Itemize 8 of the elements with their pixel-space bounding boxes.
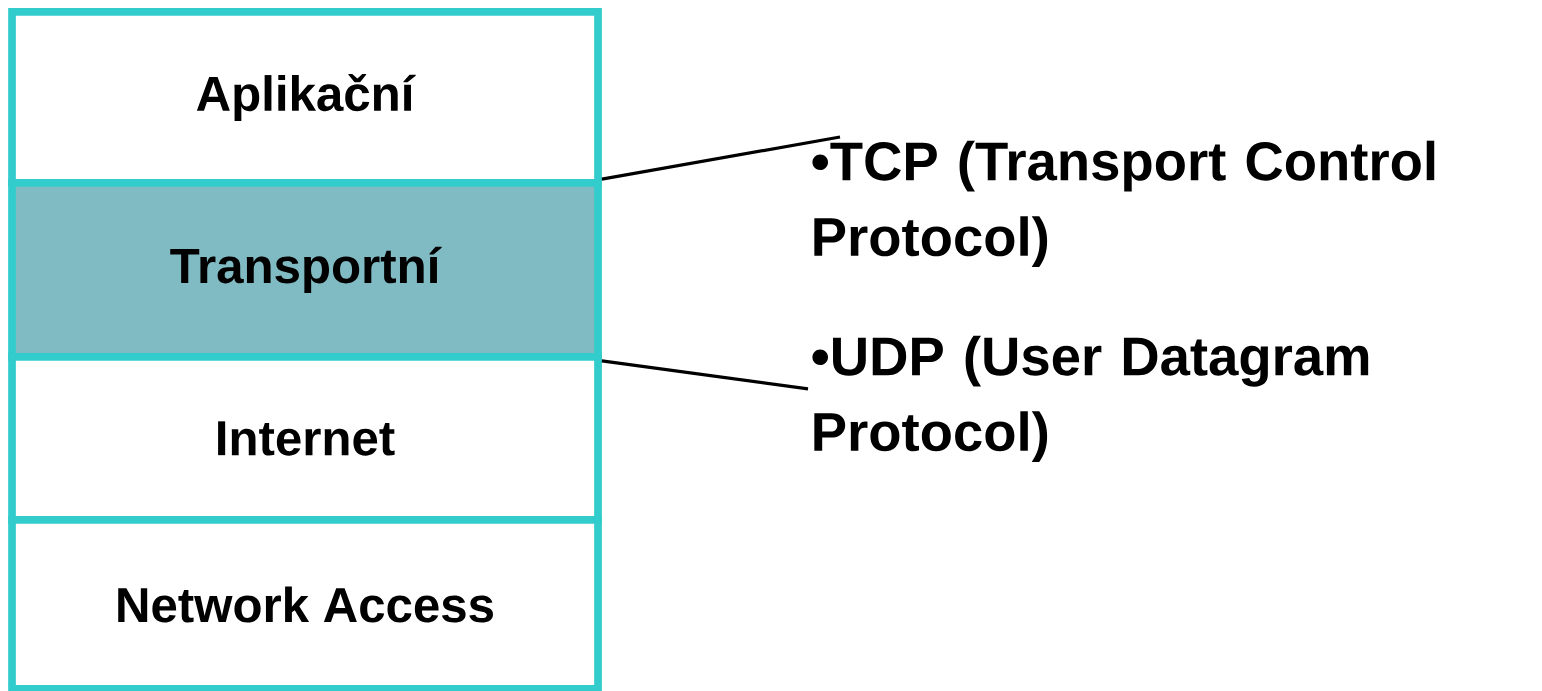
layer-box: Aplikační [8,8,602,187]
connector-line [601,135,841,181]
protocol-text: •TCP (Transport Control Protocol) [812,140,1435,267]
layer-box: Transportní [8,179,602,361]
connector-line [601,359,809,391]
layer-box: Internet [8,353,602,524]
protocol-text: •UDP (User Datagram Protocol) [812,335,1369,462]
layer-box: Network Access [8,516,602,691]
